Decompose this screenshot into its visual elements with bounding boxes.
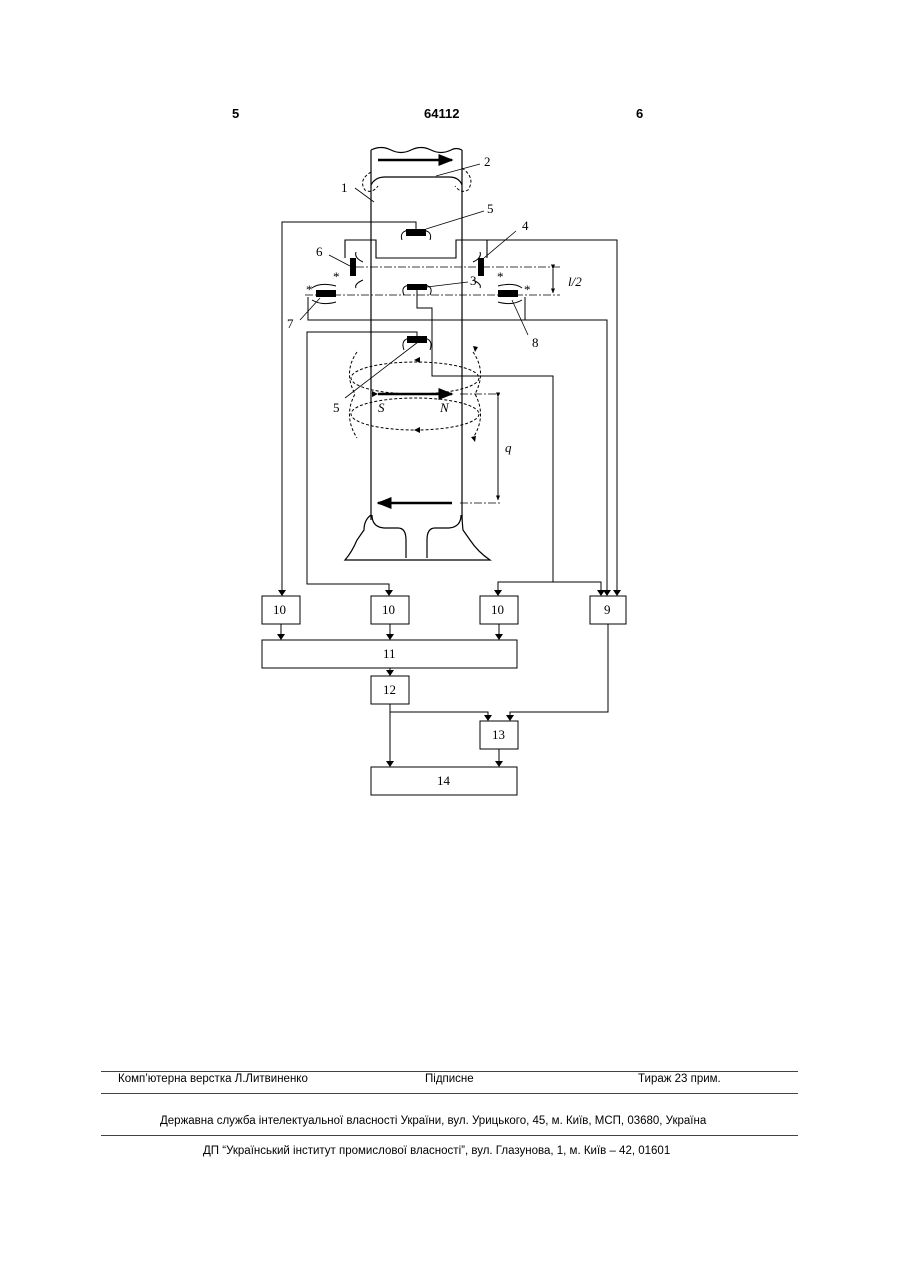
footer-circulation: Тираж 23 прим. xyxy=(638,1073,721,1085)
flux-lines-top xyxy=(363,168,471,191)
label-3: 3 xyxy=(470,273,477,288)
label-8: 8 xyxy=(532,335,539,350)
sensor-3 xyxy=(407,284,427,290)
sensor-5-mid xyxy=(407,336,427,343)
footer-institute: ДП “Український інститут промислової вла… xyxy=(203,1145,670,1157)
pole-s: S xyxy=(378,400,385,415)
label-q: q xyxy=(505,440,512,455)
label-5-top: 5 xyxy=(487,201,494,216)
label-4: 4 xyxy=(522,218,529,233)
block-11-label: 11 xyxy=(383,646,396,661)
label-7: 7 xyxy=(287,316,294,331)
star-3: * xyxy=(497,269,504,284)
sensor-6 xyxy=(350,258,356,276)
footer-rule-bottom xyxy=(101,1135,798,1136)
sensor-8 xyxy=(498,290,518,297)
block-10-c-label: 10 xyxy=(491,602,504,617)
block-14-label: 14 xyxy=(437,773,451,788)
label-6: 6 xyxy=(316,244,323,259)
rail xyxy=(345,148,490,561)
label-1: 1 xyxy=(341,180,348,195)
label-5-mid: 5 xyxy=(333,400,340,415)
block-10-a-label: 10 xyxy=(273,602,286,617)
block-10-b-label: 10 xyxy=(382,602,395,617)
label-half-length: l/2 xyxy=(568,274,582,289)
footer-rule-top xyxy=(101,1071,798,1072)
star-1: * xyxy=(306,282,313,297)
sensors xyxy=(316,229,518,343)
block-9-label: 9 xyxy=(604,602,611,617)
block-13-label: 13 xyxy=(492,727,505,742)
footer-office: Державна служба інтелектуальної власност… xyxy=(160,1115,706,1127)
footer-signed: Підписне xyxy=(425,1073,474,1085)
pole-n: N xyxy=(439,400,450,415)
star-2: * xyxy=(333,269,340,284)
footer-layout-credit: Комп’ютерна верстка Л.Литвиненко xyxy=(118,1073,308,1085)
label-2: 2 xyxy=(484,154,491,169)
star-4: * xyxy=(524,282,531,297)
block-12-label: 12 xyxy=(383,682,396,697)
footer-rule-middle xyxy=(101,1093,798,1094)
sensor-7 xyxy=(316,290,336,297)
